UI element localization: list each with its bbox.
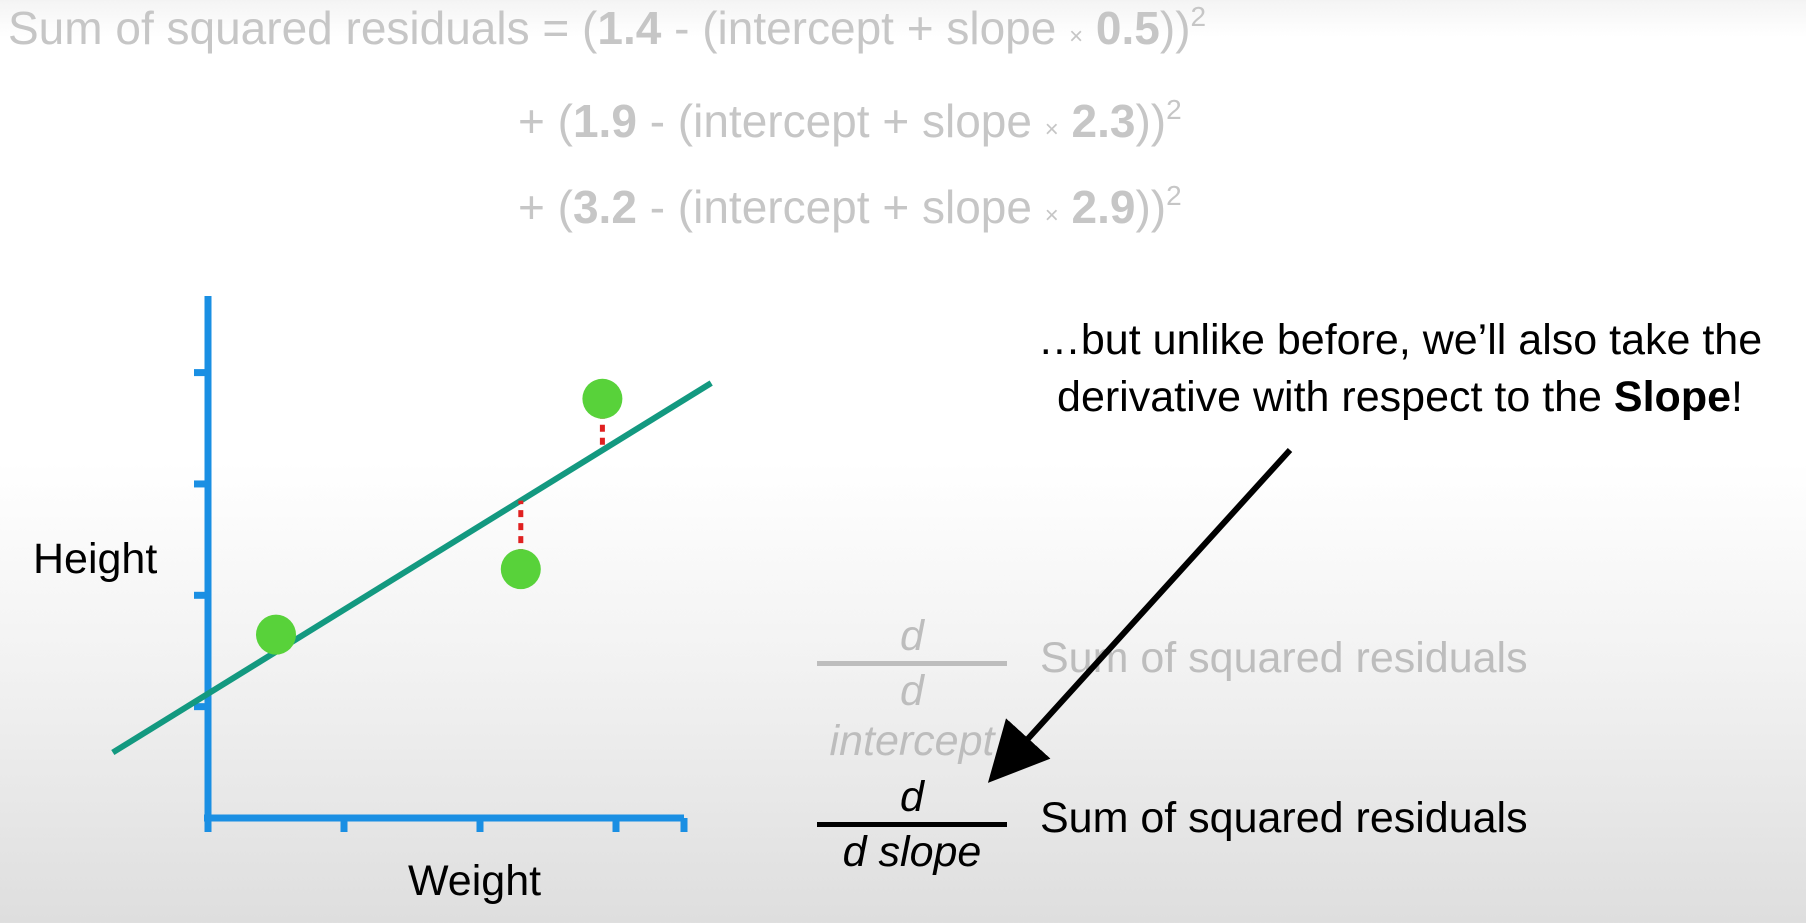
fraction-numerator: d [900,773,924,821]
observed-weight-value: 2.3 [1071,95,1136,147]
x-axis-label: Weight [408,857,542,905]
equation-text: Sum of squared residuals = ( [8,2,598,54]
observed-height-value: 1.9 [572,95,637,147]
note-text: …but unlike before, we’ll also take the … [1037,316,1763,421]
explanation-note: …but unlike before, we’ll also take the … [980,312,1806,426]
equation-text: + ( [518,95,573,147]
equation-text: )) [1135,181,1167,233]
derivative-slope-label: Sum of squared residuals [1040,794,1528,842]
fraction-numerator: d [900,612,924,660]
equation-text: + ( [518,181,573,233]
exponent: 2 [1190,1,1207,32]
observed-weight-value: 0.5 [1095,2,1160,54]
multiply-sign: × [1044,202,1059,229]
plot-marks [111,378,713,756]
equation-text: - (intercept + slope [636,181,1045,233]
observed-height-value: 3.2 [572,181,637,233]
exponent: 2 [1166,180,1182,211]
ssr-equation-line-3: + (3.2 - (intercept + slope × 2.9))2 [518,180,1182,234]
derivative-slope-fraction: d d slope [817,772,1007,877]
ssr-equation-line-2: + (1.9 - (intercept + slope × 2.3))2 [518,94,1182,148]
data-point [500,549,541,590]
fraction-bar [817,661,1007,666]
fraction-bar [817,822,1007,827]
observed-height-value: 1.4 [597,2,662,54]
fraction-denominator: d slope [842,828,982,876]
y-axis-label: Height [33,535,158,583]
derivative-intercept-label: Sum of squared residuals [1040,634,1528,682]
fitted-line [111,380,713,756]
derivative-intercept-fraction: d d intercept [817,611,1007,765]
equation-text: )) [1159,2,1191,54]
multiply-sign: × [1044,116,1059,143]
arrow-line [987,447,1293,783]
ssr-equation-line-1: Sum of squared residuals = (1.4 - (inter… [8,1,1206,55]
equation-text: )) [1135,95,1167,147]
data-point [582,378,623,419]
equation-text: - (intercept + slope [661,2,1070,54]
plot-axes [194,296,688,832]
fraction-denominator: d intercept [829,667,995,765]
note-emphasis: Slope [1613,373,1731,421]
data-point [256,614,296,655]
observed-weight-value: 2.9 [1071,181,1136,233]
note-text-end: ! [1731,373,1743,421]
multiply-sign: × [1069,23,1084,50]
exponent: 2 [1166,94,1182,125]
equation-text: - (intercept + slope [636,95,1045,147]
